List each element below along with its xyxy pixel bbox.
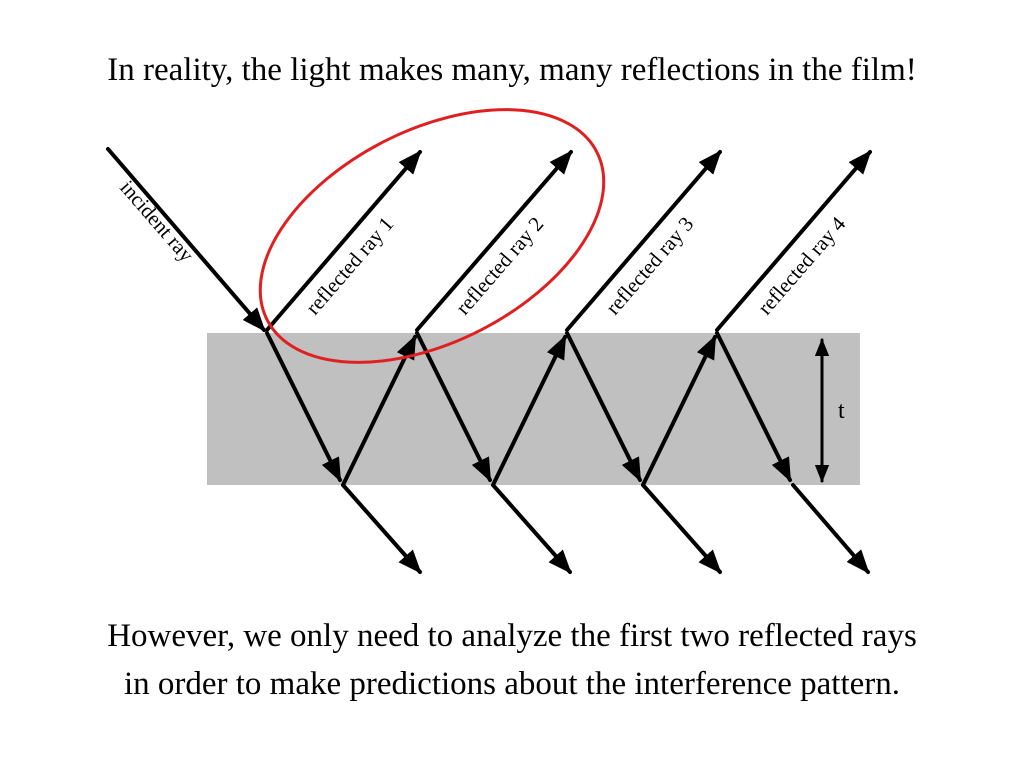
- internal-ray-down-4: [715, 331, 792, 483]
- reflected-ray-1-line: [265, 150, 422, 332]
- reflected-ray-4-label: reflected ray 4: [753, 212, 851, 320]
- reflected-ray-4-line: [715, 150, 872, 332]
- thickness-label: t: [838, 398, 845, 424]
- thin-film: [207, 333, 860, 485]
- incident-ray: [106, 147, 266, 332]
- reflected-ray-3-line: [565, 150, 722, 332]
- reflected-ray-1-label: reflected ray 1: [301, 212, 399, 319]
- slide-title: In reality, the light makes many, many r…: [107, 52, 917, 88]
- reflected-ray-2-line: [415, 150, 573, 332]
- highlight-ellipse: [258, 108, 606, 364]
- internal-ray-down-2: [415, 331, 492, 483]
- internal-ray-down-3: [565, 331, 642, 483]
- transmitted-ray-4: [791, 483, 870, 574]
- caption: However, we only need to analyze the fir…: [0, 612, 1024, 708]
- caption-line-1: However, we only need to analyze the fir…: [107, 618, 917, 654]
- internal-ray-up-2: [491, 334, 567, 487]
- transmitted-ray-3: [641, 483, 722, 574]
- reflected-ray-3-label: reflected ray 3: [601, 212, 699, 319]
- incident-ray-label: incident ray: [115, 176, 199, 267]
- internal-ray-down-1: [265, 331, 342, 483]
- transmitted-ray-1: [341, 483, 422, 574]
- transmitted-ray-2: [491, 483, 572, 574]
- internal-ray-up-3: [641, 334, 717, 487]
- caption-line-2: in order to make predictions about the i…: [123, 666, 901, 702]
- reflected-ray-2-label: reflected ray 2: [451, 212, 549, 319]
- internal-ray-up-1: [341, 334, 417, 487]
